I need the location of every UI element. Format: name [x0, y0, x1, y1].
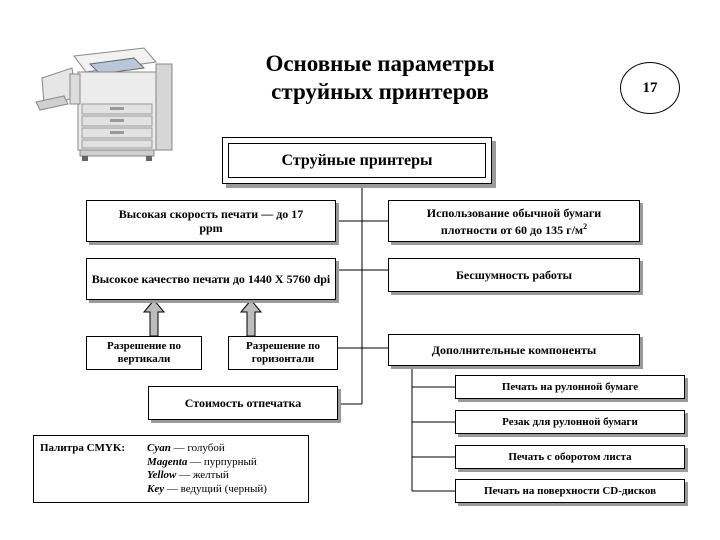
cmyk-key: Cyan	[147, 442, 171, 454]
high-quality-label: Высокое качество печати до 1440 Х 5760 d…	[91, 272, 331, 286]
vertical-resolution-box: Разрешение по вертикали	[86, 336, 202, 370]
cmyk-desc: — желтый	[176, 469, 229, 481]
high-speed-label: Высокая скорость печати — до 17 ppm	[118, 207, 304, 235]
page-number: 17	[620, 62, 680, 114]
roll-paper-box: Печать на рулонной бумаге	[455, 375, 685, 399]
cmyk-item-magenta: Magenta — пурпурный	[147, 456, 267, 470]
duplex-print-box: Печать с оборотом листа	[455, 445, 685, 469]
cmyk-palette-box: Палитра CMYK: Cyan — голубой Magenta — п…	[33, 435, 309, 503]
cd-print-label: Печать на поверхности CD-дисков	[483, 485, 657, 497]
cmyk-desc: — ведущий (черный)	[164, 482, 267, 495]
cmyk-item-cyan: Cyan — голубой	[147, 442, 267, 456]
cmyk-desc: — пурпурный	[187, 455, 257, 468]
plain-paper-sup: 2	[583, 221, 588, 231]
copier-icon	[35, 47, 173, 161]
horizontal-resolution-label: Разрешение по горизонтали	[246, 340, 320, 365]
silent-operation-label: Бесшумность работы	[456, 268, 572, 282]
roll-paper-label: Печать на рулонной бумаге	[501, 381, 639, 393]
duplex-print-label: Печать с оборотом листа	[508, 451, 632, 463]
roll-cutter-box: Резак для рулонной бумаги	[455, 410, 685, 434]
cmyk-palette-list: Cyan — голубой Magenta — пурпурный Yello…	[147, 442, 267, 496]
plain-paper-density: плотности от 60 до 135 г/м	[440, 222, 584, 237]
cmyk-palette-label: Палитра CMYK:	[40, 442, 126, 454]
header-label: Струйные принтеры	[228, 143, 486, 178]
cmyk-desc: — голубой	[170, 442, 225, 454]
print-cost-label: Стоимость отпечатка	[184, 396, 302, 410]
plain-paper-label: Использование обычной бумаги плотности о…	[427, 206, 601, 237]
extra-components-label: Дополнительные компоненты	[431, 343, 597, 357]
silent-operation-box: Бесшумность работы	[388, 258, 640, 292]
title-line-1: Основные параметры	[265, 51, 495, 76]
inkjet-printers-header: Струйные принтеры	[222, 137, 492, 184]
vertical-resolution-label: Разрешение по вертикали	[107, 340, 181, 365]
high-quality-box: Высокое качество печати до 1440 Х 5760 d…	[86, 258, 336, 300]
cd-print-box: Печать на поверхности CD-дисков	[455, 479, 685, 503]
cmyk-item-yellow: Yellow — желтый	[147, 469, 267, 483]
cmyk-key: Key	[147, 482, 165, 495]
extra-components-box: Дополнительные компоненты	[388, 334, 640, 366]
cmyk-key: Yellow	[147, 469, 177, 481]
page-title: Основные параметры струйных принтеров	[200, 50, 560, 106]
print-cost-box: Стоимость отпечатка	[148, 386, 338, 420]
cmyk-key: Magenta	[147, 455, 188, 468]
horizontal-resolution-box: Разрешение по горизонтали	[228, 336, 338, 370]
cmyk-item-key: Key — ведущий (черный)	[147, 483, 267, 497]
high-speed-box: Высокая скорость печати — до 17 ppm	[86, 200, 336, 242]
plain-paper-main: Использование обычной бумаги	[426, 205, 602, 220]
roll-cutter-label: Резак для рулонной бумаги	[502, 416, 638, 428]
plain-paper-box: Использование обычной бумаги плотности о…	[388, 200, 640, 242]
title-line-2: струйных принтеров	[271, 79, 489, 104]
